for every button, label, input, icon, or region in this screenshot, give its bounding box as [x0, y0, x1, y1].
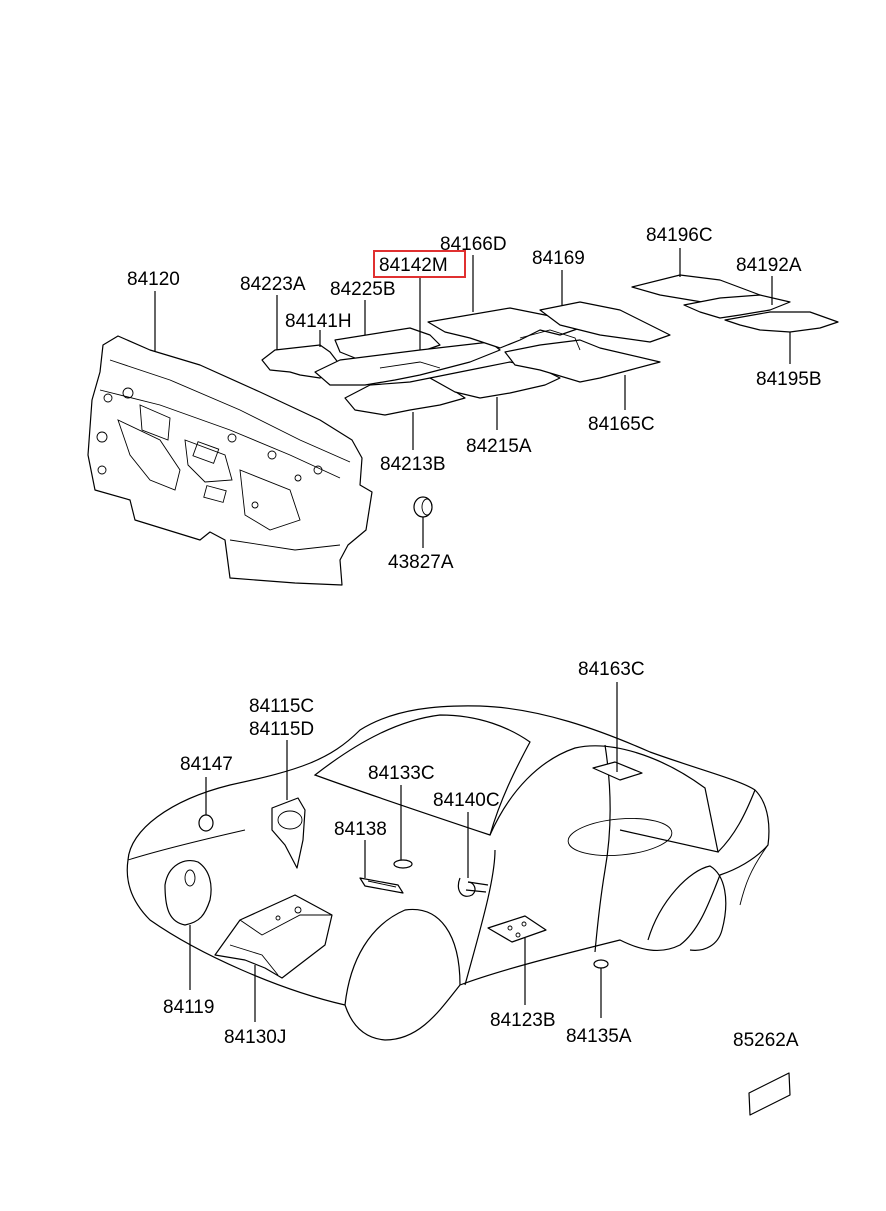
label-84192a: 84192A [736, 255, 802, 276]
label-84130j: 84130J [224, 1027, 286, 1048]
clip-84140c-part[interactable] [457, 877, 489, 897]
pad-84165c-part[interactable] [504, 329, 661, 383]
label-84163c: 84163C [578, 659, 645, 680]
insulator-84130j-part[interactable] [214, 894, 333, 979]
label-84225b: 84225B [330, 279, 396, 300]
label-84133c: 84133C [368, 763, 435, 784]
label-84223a: 84223A [240, 274, 306, 295]
label-84141h: 84141H [285, 311, 352, 332]
label-84169: 84169 [532, 248, 585, 269]
label-84195b: 84195B [756, 369, 822, 390]
label-84115d: 84115D [249, 719, 314, 740]
label-84119: 84119 [163, 997, 214, 1018]
dash-insulator-part[interactable] [87, 335, 373, 586]
insulator-84115-part[interactable] [271, 797, 306, 869]
label-85262a: 85262A [733, 1030, 799, 1051]
label-84120: 84120 [127, 269, 180, 290]
pad-84166d-part[interactable] [427, 307, 581, 349]
label-84135a: 84135A [566, 1026, 632, 1047]
plug-84135a-part[interactable] [593, 959, 609, 969]
pad-84138-part[interactable] [359, 877, 404, 894]
label-84147: 84147 [180, 754, 233, 775]
pad-84169-part[interactable] [539, 301, 671, 343]
pad-84192a-part[interactable] [683, 294, 791, 319]
label-84213b: 84213B [380, 454, 446, 475]
highlight-box [373, 250, 466, 278]
label-84215a: 84215A [466, 436, 532, 457]
label-84115c: 84115C [249, 696, 314, 717]
pad-84215a-part[interactable] [429, 361, 561, 399]
pad-84142m-part[interactable] [314, 341, 501, 386]
label-84165c: 84165C [588, 414, 655, 435]
plug-84147-part[interactable] [198, 814, 214, 832]
pad-84133c-part[interactable] [393, 859, 413, 869]
label-43827a: 43827A [388, 552, 454, 573]
pad-84195b-part[interactable] [724, 311, 839, 333]
pad-84123b-part[interactable] [487, 915, 547, 943]
label-84138: 84138 [334, 819, 387, 840]
label-84140c: 84140C [433, 790, 500, 811]
label-84123b: 84123B [490, 1010, 556, 1031]
pad-84213b-part[interactable] [344, 377, 466, 416]
label-84166d: 84166D [440, 234, 507, 255]
label-84196c: 84196C [646, 225, 713, 246]
car-body-outline [126, 705, 770, 1041]
grommet-43827a-part[interactable] [413, 496, 433, 518]
insulator-84119-part[interactable] [164, 860, 212, 926]
label-plate-85262a-part[interactable] [748, 1072, 791, 1116]
label-84142m[interactable]: 84142M [379, 255, 448, 276]
